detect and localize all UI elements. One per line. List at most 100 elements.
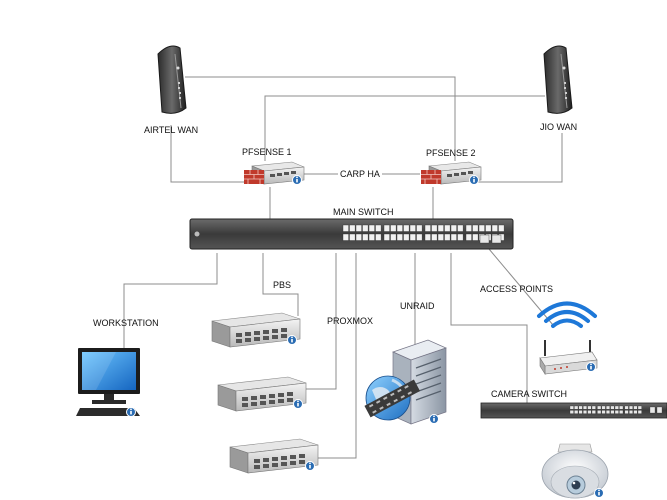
switch-port — [591, 410, 596, 414]
switch-port — [383, 224, 390, 232]
switch-port — [569, 410, 574, 414]
jio-modem-icon[interactable] — [543, 45, 573, 114]
switch-port — [574, 405, 579, 410]
switch-port — [349, 233, 356, 241]
link-switch-proxmox1 — [303, 253, 337, 390]
switch-port — [368, 233, 375, 241]
info-icon — [287, 335, 297, 345]
switch-port — [457, 233, 464, 241]
switch-port — [450, 224, 457, 232]
switch-port — [424, 224, 431, 232]
airtel-modem-icon[interactable] — [157, 45, 187, 114]
switch-port — [375, 224, 382, 232]
link-airtel-pfsense1 — [170, 125, 244, 183]
switch-port — [472, 224, 479, 232]
switch-port — [578, 410, 583, 414]
switch-port — [485, 224, 492, 232]
switch-port — [424, 233, 431, 241]
dome-camera-icon[interactable] — [541, 443, 609, 499]
switch-port — [444, 224, 451, 232]
link-switch-pbs — [262, 253, 299, 316]
switch-port — [610, 410, 615, 414]
info-icon — [126, 407, 136, 417]
wifi-waves-icon — [537, 301, 597, 328]
switch-port — [637, 405, 642, 410]
camera-switch-icon[interactable] — [480, 402, 667, 419]
switch-port — [437, 233, 444, 241]
switch-port — [597, 405, 602, 410]
info-icon — [469, 175, 479, 185]
access-points-label: ACCESS POINTS — [480, 284, 554, 294]
pfsense1-label: PFSENSE 1 — [242, 147, 292, 157]
access-point-router-icon[interactable] — [537, 301, 598, 376]
proxmox-server-2-icon[interactable] — [229, 438, 319, 474]
info-icon — [293, 399, 303, 409]
switch-port — [383, 233, 390, 241]
link-switch-workstation — [123, 253, 218, 348]
link-switch-proxmox2 — [316, 253, 357, 459]
switch-port — [629, 410, 633, 414]
pbs-server-icon[interactable] — [211, 312, 301, 348]
pfsense2-firewall-icon[interactable] — [421, 161, 482, 185]
switch-port — [587, 405, 592, 410]
switch-port — [375, 233, 382, 241]
switch-port — [629, 405, 633, 410]
airtel-wan-label: AIRTEL WAN — [144, 125, 199, 135]
camera-switch-label: CAMERA SWITCH — [491, 389, 568, 399]
switch-port — [450, 233, 457, 241]
globe-icon — [364, 375, 421, 421]
switch-port — [583, 405, 587, 410]
switch-port — [409, 224, 416, 232]
workstation-monitor-icon[interactable] — [76, 348, 140, 417]
switch-port — [390, 233, 397, 241]
unraid-tower-server-icon[interactable] — [364, 339, 447, 425]
pfsense1-firewall-icon[interactable] — [244, 161, 305, 185]
switch-port — [606, 410, 610, 414]
switch-port — [624, 410, 629, 414]
switch-port — [416, 233, 423, 241]
info-icon — [305, 461, 315, 471]
switch-port — [390, 224, 397, 232]
switch-port — [409, 233, 416, 241]
switch-port — [396, 224, 403, 232]
main-switch-label: MAIN SWITCH — [333, 207, 394, 217]
switch-port — [472, 233, 479, 241]
switch-port — [437, 224, 444, 232]
pfsense2-brick-icon — [421, 170, 441, 184]
switch-port — [591, 405, 596, 410]
switch-port — [355, 233, 362, 241]
switch-port — [431, 224, 438, 232]
pfsense2-label: PFSENSE 2 — [426, 148, 476, 158]
switch-port — [416, 224, 423, 232]
unraid-label: UNRAID — [400, 301, 435, 311]
link-jio-pfsense2 — [477, 133, 563, 183]
info-icon — [292, 175, 302, 185]
switch-port — [578, 405, 583, 410]
workstation-label: WORKSTATION — [93, 318, 159, 328]
main-switch-icon[interactable] — [189, 218, 514, 250]
link-jio-pfsense1 — [264, 95, 545, 161]
switch-port — [606, 405, 610, 410]
switch-port — [614, 410, 619, 414]
switch-port — [342, 233, 349, 241]
switch-port — [601, 410, 606, 414]
pbs-label: PBS — [273, 280, 292, 290]
switch-port — [465, 224, 472, 232]
switch-port — [457, 224, 464, 232]
switch-port — [465, 233, 472, 241]
switch-port — [569, 405, 574, 410]
switch-port — [619, 405, 624, 410]
jio-wan-label: JIO WAN — [540, 122, 578, 132]
proxmox-label: PROXMOX — [327, 316, 374, 326]
carp-ha-label: CARP HA — [338, 169, 382, 179]
switch-port — [342, 224, 349, 232]
switch-port — [637, 410, 642, 414]
switch-port — [431, 233, 438, 241]
switch-port — [633, 410, 638, 414]
switch-port — [601, 405, 606, 410]
proxmox-server-1-icon[interactable] — [217, 376, 307, 412]
switch-port — [597, 410, 602, 414]
switch-port — [498, 224, 505, 232]
switch-port — [587, 410, 592, 414]
